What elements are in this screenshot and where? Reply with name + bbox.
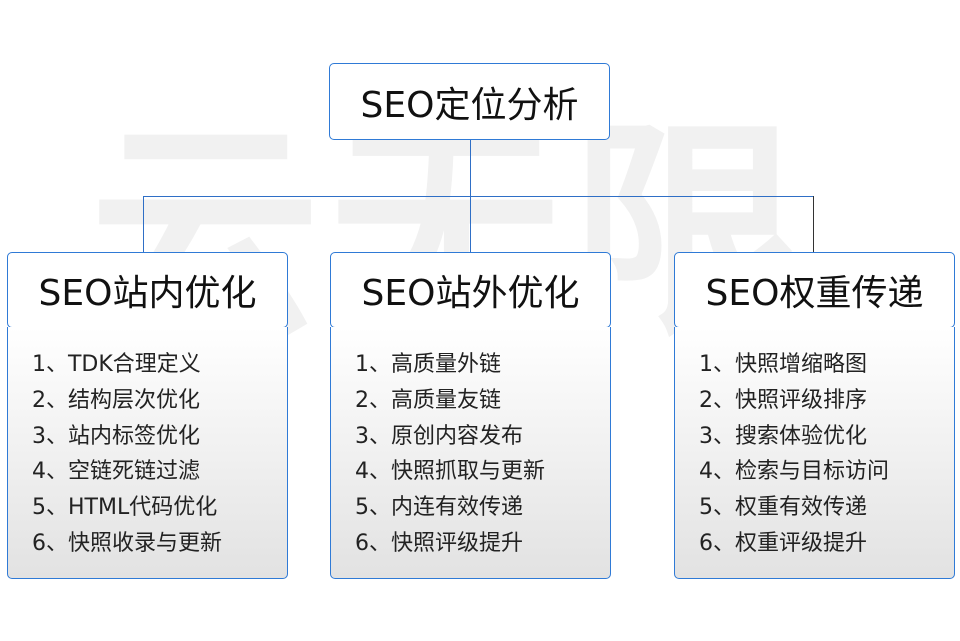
connector-left — [143, 196, 144, 253]
branch-list-onsite: 1、TDK合理定义 2、结构层次优化 3、站内标签优化 4、空链死链过滤 5、HTML代… — [7, 327, 288, 579]
list-item: 4、检索与目标访问 — [699, 459, 889, 485]
list-item: 1、高质量外链 — [355, 352, 501, 377]
list-item: 4、空链死链过滤 — [32, 459, 200, 485]
list-item: 6、快照收录与更新 — [32, 530, 222, 556]
branch-title: SEO站内优化 — [38, 273, 257, 314]
connector-right — [813, 196, 814, 253]
branch-title: SEO站外优化 — [361, 273, 580, 314]
connector-middle — [470, 196, 471, 253]
list-item: 6、快照评级提升 — [355, 530, 523, 556]
list-item: 5、权重有效传递 — [699, 495, 867, 521]
list-item: 4、快照抓取与更新 — [355, 459, 545, 485]
branch-header-weight: SEO权重传递 — [674, 252, 955, 328]
list-item: 3、搜索体验优化 — [699, 423, 867, 449]
branch-title: SEO权重传递 — [705, 273, 924, 314]
list-item: 2、结构层次优化 — [32, 387, 200, 413]
branch-header-onsite: SEO站内优化 — [7, 252, 288, 328]
connector-root — [470, 139, 471, 197]
root-title: SEO定位分析 — [360, 84, 579, 126]
list-item: 1、TDK合理定义 — [32, 352, 201, 377]
list-item: 1、快照增缩略图 — [699, 352, 867, 377]
list-item: 3、原创内容发布 — [355, 423, 523, 449]
list-item: 2、高质量友链 — [355, 387, 501, 413]
branch-header-offsite: SEO站外优化 — [330, 252, 611, 328]
branch-list-weight: 1、快照增缩略图 2、快照评级排序 3、搜索体验优化 4、检索与目标访问 5、权重有效传… — [674, 327, 955, 579]
list-item: 3、站内标签优化 — [32, 423, 200, 449]
root-node: SEO定位分析 — [329, 63, 610, 140]
connector-horizontal — [143, 196, 814, 197]
list-item: 5、HTML代码优化 — [32, 495, 218, 521]
list-item: 5、内连有效传递 — [355, 495, 523, 521]
list-item: 2、快照评级排序 — [699, 387, 867, 413]
list-item: 6、权重评级提升 — [699, 530, 867, 556]
branch-list-offsite: 1、高质量外链 2、高质量友链 3、原创内容发布 4、快照抓取与更新 5、内连有效传递 6… — [330, 327, 611, 579]
